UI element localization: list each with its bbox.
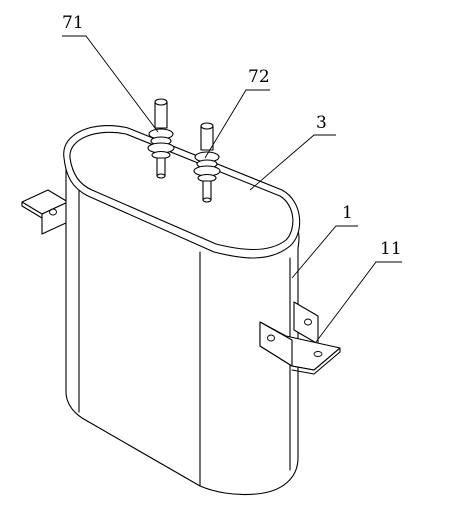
leader-1 bbox=[291, 225, 358, 279]
leader-72 bbox=[204, 89, 270, 159]
label-11: 11 bbox=[380, 239, 402, 259]
leader-3 bbox=[249, 134, 336, 191]
terminal-72 bbox=[193, 122, 221, 203]
label-71: 71 bbox=[62, 13, 84, 33]
leader-11 bbox=[315, 261, 402, 343]
top-cover bbox=[63, 125, 301, 259]
leader-lines bbox=[62, 35, 402, 343]
terminal-71 bbox=[147, 98, 175, 179]
right-mounting-bracket bbox=[259, 301, 341, 375]
label-1: 1 bbox=[342, 203, 353, 223]
left-mounting-bracket bbox=[21, 189, 69, 235]
label-3: 3 bbox=[316, 113, 327, 133]
leader-71 bbox=[62, 35, 159, 133]
label-72: 72 bbox=[248, 67, 270, 87]
part-labels: 71 72 3 1 11 bbox=[62, 13, 402, 259]
